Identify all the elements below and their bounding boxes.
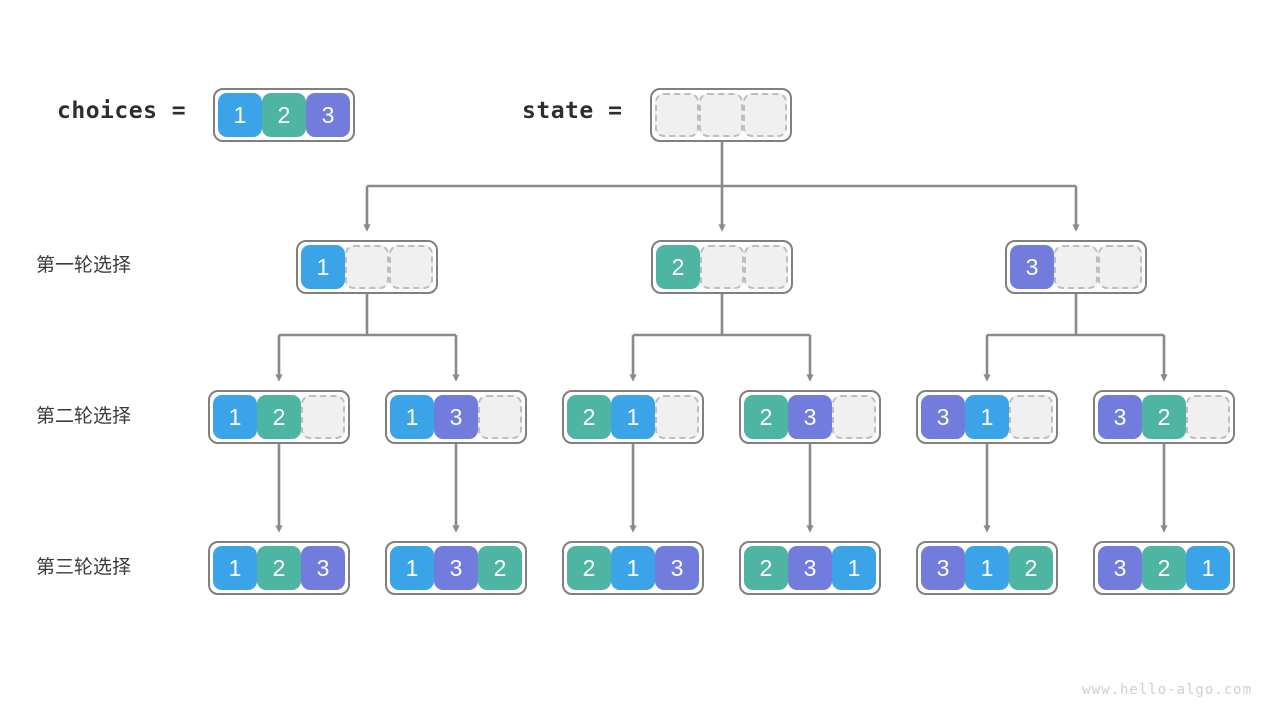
tree-node-level3-3-cell-3: 3 [655, 546, 699, 590]
tree-node-level1-2: 2 [651, 240, 793, 294]
tree-node-level2-5-cell-3: 3 [921, 395, 965, 439]
tree-node-level3-1-cell-1: 1 [213, 546, 257, 590]
tree-node-level2-1-cell-1: 1 [213, 395, 257, 439]
tree-node-level1-1: 1 [296, 240, 438, 294]
tree-node-level1-1-cell-empty [389, 245, 433, 289]
tree-node-level3-5-cell-2: 2 [1009, 546, 1053, 590]
tree-node-level1-2-cell-empty [744, 245, 788, 289]
tree-node-level2-6-cell-3: 3 [1098, 395, 1142, 439]
tree-node-level3-1-cell-2: 2 [257, 546, 301, 590]
tree-node-level2-1-cell-2: 2 [257, 395, 301, 439]
tree-node-level1-2-cell-empty [700, 245, 744, 289]
tree-node-level2-5-cell-empty [1009, 395, 1053, 439]
tree-node-level2-6-cell-empty [1186, 395, 1230, 439]
tree-node-level1-3-cell-3: 3 [1010, 245, 1054, 289]
tree-node-level2-3-cell-1: 1 [611, 395, 655, 439]
tree-node-level1-3-cell-empty [1098, 245, 1142, 289]
tree-node-level2-2-cell-empty [478, 395, 522, 439]
tree-node-level2-4-cell-2: 2 [744, 395, 788, 439]
choices-cell-1: 1 [218, 93, 262, 137]
tree-node-level3-6-cell-3: 3 [1098, 546, 1142, 590]
tree-node-level2-3-cell-2: 2 [567, 395, 611, 439]
tree-node-level3-1-cell-3: 3 [301, 546, 345, 590]
state-label: state = [522, 98, 623, 124]
tree-node-level3-6-cell-2: 2 [1142, 546, 1186, 590]
tree-node-level2-3-cell-empty [655, 395, 699, 439]
tree-node-level3-6-cell-1: 1 [1186, 546, 1230, 590]
watermark: www.hello-algo.com [1082, 682, 1252, 698]
choices-cell-2: 2 [262, 93, 306, 137]
tree-node-level1-1-cell-empty [345, 245, 389, 289]
tree-node-level3-5-cell-1: 1 [965, 546, 1009, 590]
state-cell-empty [655, 93, 699, 137]
tree-node-level1-3-cell-empty [1054, 245, 1098, 289]
tree-node-level2-5-cell-1: 1 [965, 395, 1009, 439]
tree-node-level1-1-cell-1: 1 [301, 245, 345, 289]
tree-node-level3-3-cell-1: 1 [611, 546, 655, 590]
tree-node-level3-5-cell-3: 3 [921, 546, 965, 590]
tree-node-level1-3: 3 [1005, 240, 1147, 294]
tree-node-level2-1-cell-empty [301, 395, 345, 439]
state-cell-empty [699, 93, 743, 137]
tree-node-level3-2-cell-1: 1 [390, 546, 434, 590]
tree-node-level3-2-cell-3: 3 [434, 546, 478, 590]
tree-node-level2-2-cell-1: 1 [390, 395, 434, 439]
tree-node-level2-4-cell-3: 3 [788, 395, 832, 439]
state-cell-empty [743, 93, 787, 137]
state-array [650, 88, 792, 142]
tree-node-level3-4-cell-3: 3 [788, 546, 832, 590]
round-label-2: 第二轮选择 [36, 406, 132, 427]
tree-node-level3-2-cell-2: 2 [478, 546, 522, 590]
round-label-1: 第一轮选择 [36, 255, 132, 276]
tree-node-level3-4-cell-2: 2 [744, 546, 788, 590]
choices-cell-3: 3 [306, 93, 350, 137]
tree-node-level3-4-cell-1: 1 [832, 546, 876, 590]
tree-node-level3-3-cell-2: 2 [567, 546, 611, 590]
tree-node-level1-2-cell-2: 2 [656, 245, 700, 289]
choices-label: choices = [57, 98, 187, 124]
round-label-3: 第三轮选择 [36, 557, 132, 578]
tree-node-level2-4-cell-empty [832, 395, 876, 439]
tree-node-level2-2-cell-3: 3 [434, 395, 478, 439]
tree-node-level2-6-cell-2: 2 [1142, 395, 1186, 439]
